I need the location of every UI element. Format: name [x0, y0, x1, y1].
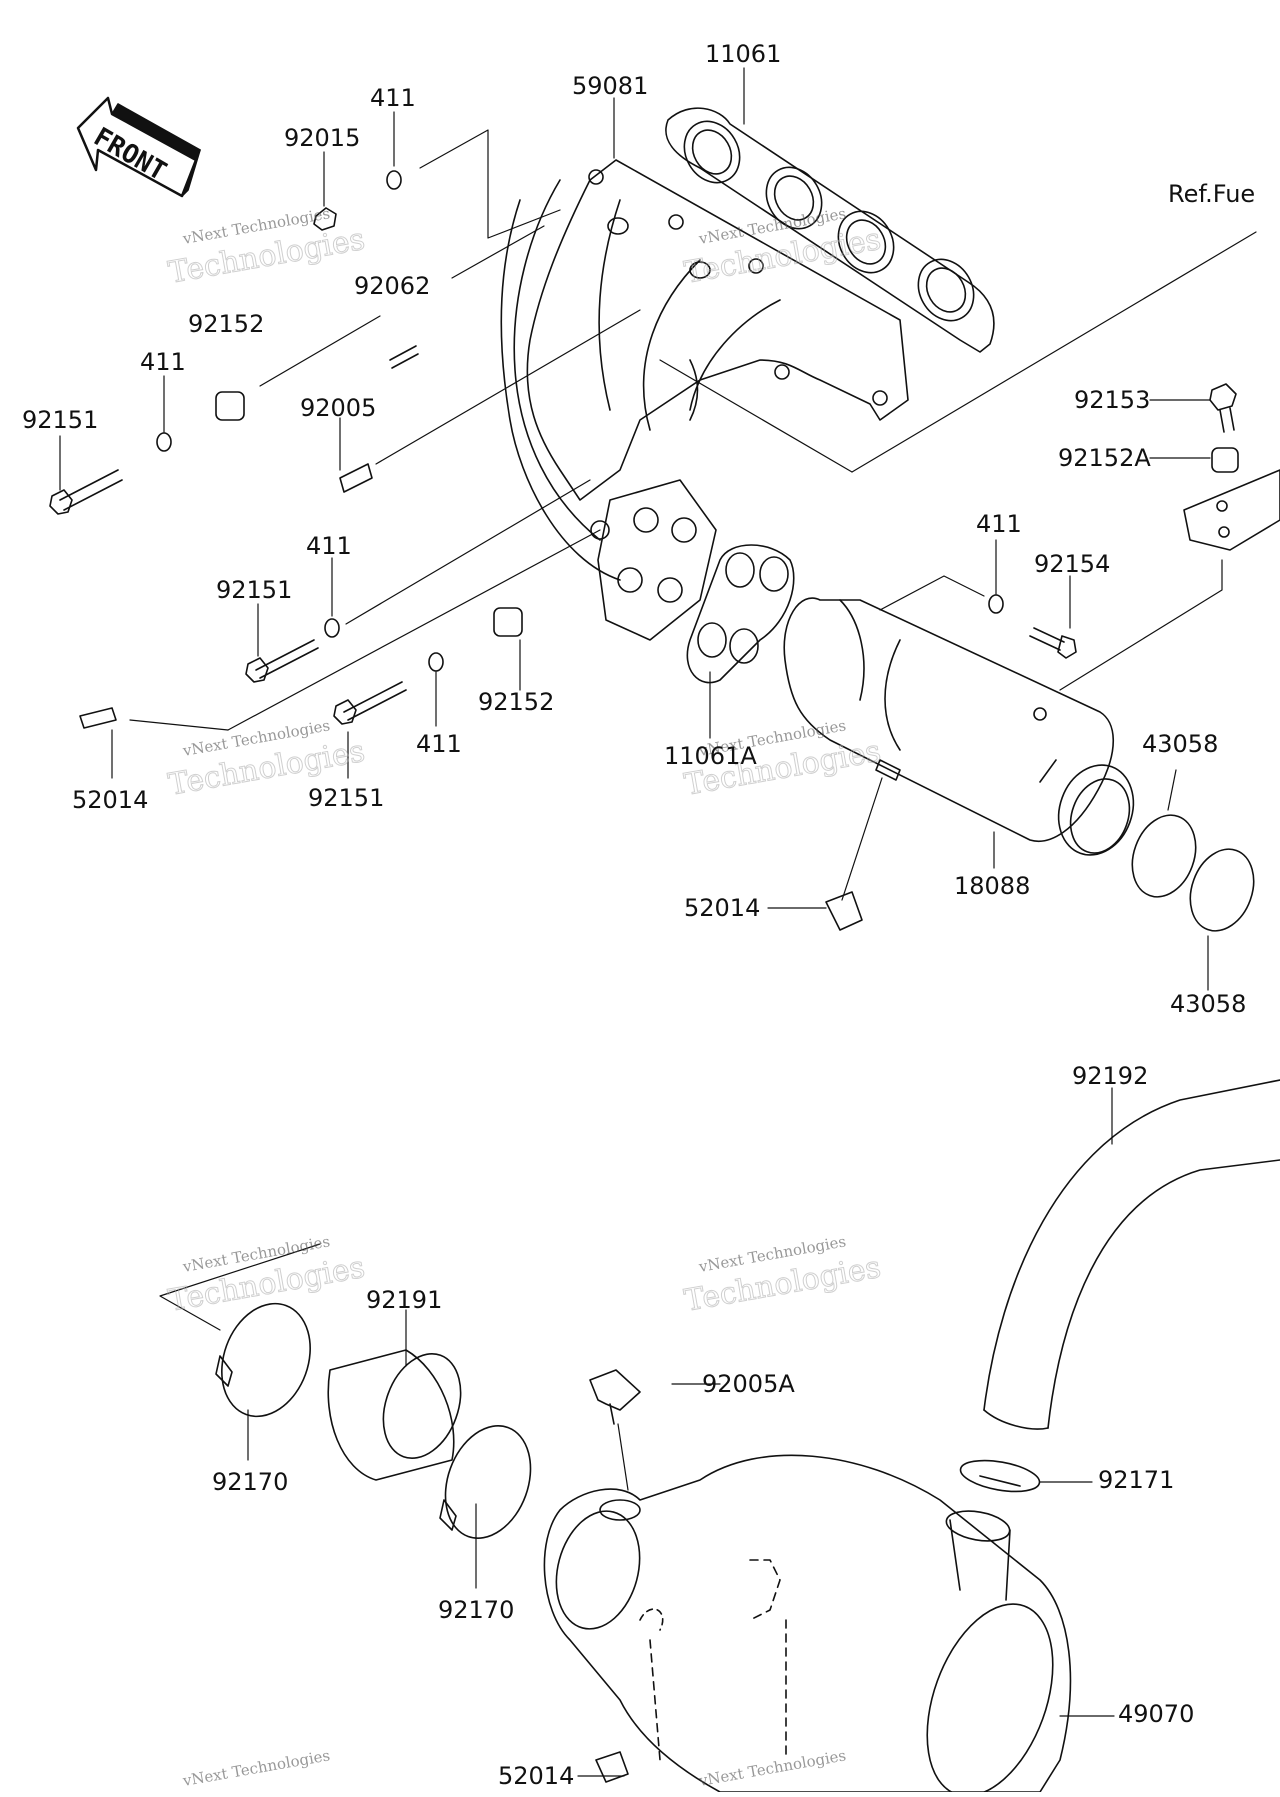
part-label-411[interactable]: 411 [140, 348, 186, 376]
part-label-18088[interactable]: 18088 [954, 872, 1031, 900]
part-label-43058[interactable]: 43058 [1142, 730, 1219, 758]
part-label-92192[interactable]: 92192 [1072, 1062, 1149, 1090]
fitting-92005a [590, 1370, 640, 1424]
manifold-flange-plate [591, 480, 716, 640]
part-label-52014[interactable]: 52014 [498, 1762, 575, 1790]
part-label-43058[interactable]: 43058 [1170, 990, 1247, 1018]
part-label-92171[interactable]: 92171 [1098, 1466, 1175, 1494]
small-fasteners [50, 171, 1238, 930]
part-label-92152[interactable]: 92152 [188, 310, 265, 338]
exhaust-pipe-18088 [784, 598, 1145, 865]
part-label-92062[interactable]: 92062 [354, 272, 431, 300]
exhaust-gasket-11061 [666, 108, 994, 352]
part-label-92151[interactable]: 92151 [22, 406, 99, 434]
part-label-52014[interactable]: 52014 [684, 894, 761, 922]
part-label-92151[interactable]: 92151 [216, 576, 293, 604]
part-label-52014[interactable]: 52014 [72, 786, 149, 814]
front-arrow-icon [78, 98, 200, 196]
o-ring-43058 [1121, 806, 1264, 939]
part-label-92152[interactable]: 92152 [478, 688, 555, 716]
part-label-92151[interactable]: 92151 [308, 784, 385, 812]
mounting-bracket [1184, 470, 1280, 550]
part-label-92191[interactable]: 92191 [366, 1286, 443, 1314]
part-label-59081[interactable]: 59081 [572, 72, 649, 100]
part-label-92170[interactable]: 92170 [212, 1468, 289, 1496]
hose-92192 [984, 1080, 1280, 1429]
reference-label[interactable]: Ref.Fue [1168, 180, 1256, 208]
part-label-92154[interactable]: 92154 [1034, 550, 1111, 578]
watermark-text: vNext Technologies [181, 1746, 332, 1790]
gasket-11061a [687, 545, 793, 683]
part-label-411[interactable]: 411 [370, 84, 416, 112]
hose-assembly-lower [207, 1291, 546, 1550]
part-label-411[interactable]: 411 [306, 532, 352, 560]
part-label-92152a[interactable]: 92152A [1058, 444, 1151, 472]
part-label-11061a[interactable]: 11061A [664, 742, 757, 770]
part-label-92153[interactable]: 92153 [1074, 386, 1151, 414]
exhaust-manifold-59081 [501, 160, 908, 580]
part-label-49070[interactable]: 49070 [1118, 1700, 1195, 1728]
clamp-92171 [958, 1455, 1042, 1496]
leader-lines [60, 68, 1256, 1776]
part-label-92005a[interactable]: 92005A [702, 1370, 795, 1398]
part-label-92015[interactable]: 92015 [284, 124, 361, 152]
watermarks: vNext Technologies Technologies vNext Te… [165, 204, 884, 1790]
part-label-11061[interactable]: 11061 [705, 40, 782, 68]
part-label-92170[interactable]: 92170 [438, 1596, 515, 1624]
part-label-411[interactable]: 411 [976, 510, 1022, 538]
part-label-411[interactable]: 411 [416, 730, 462, 758]
muffler-49070 [544, 1455, 1077, 1792]
part-label-92005[interactable]: 92005 [300, 394, 377, 422]
watermark-text: vNext Technologies [697, 1746, 848, 1790]
